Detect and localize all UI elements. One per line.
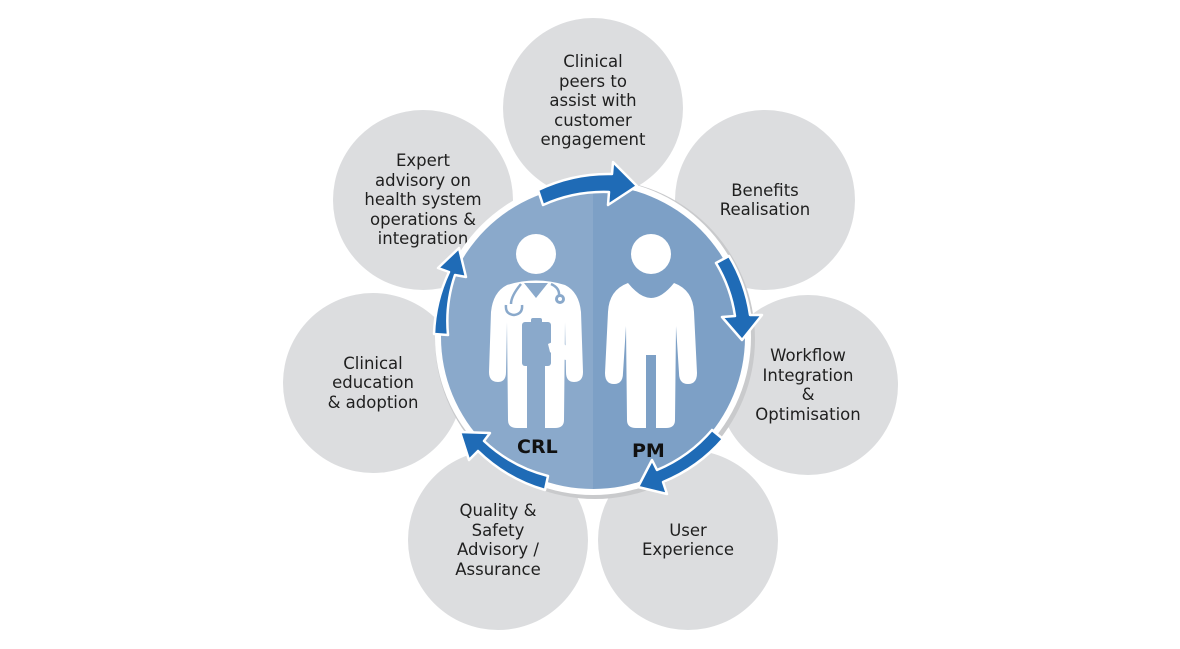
- arrow-bottom-right-icon: [636, 428, 725, 496]
- bubble-label: Expert advisory on health system operati…: [364, 151, 482, 249]
- bubble-clinical-peers: Clinical peers to assist with customer e…: [503, 18, 683, 198]
- arrow-left-icon: [432, 246, 468, 337]
- role-label-pm: PM: [632, 440, 665, 462]
- bubble-label: Clinical education & adoption: [327, 353, 419, 412]
- bubble-label: Clinical peers to assist with customer e…: [540, 52, 646, 150]
- arrow-right-icon: [714, 254, 764, 342]
- arrow-bottom-left-icon: [458, 430, 550, 492]
- bubble-label: Workflow Integration & Optimisation: [755, 346, 861, 424]
- cycle-arrows: [432, 160, 764, 496]
- role-label-crl: CRL: [517, 436, 558, 458]
- bubble-clinical-education: Clinical education & adoption: [283, 293, 463, 473]
- bubble-label: Benefits Realisation: [719, 180, 811, 220]
- person-icon: [605, 234, 697, 428]
- bubble-label: User Experience: [641, 520, 734, 560]
- bubble-label: Quality & Safety Advisory / Assurance: [455, 501, 541, 579]
- arrow-top-icon: [536, 160, 639, 207]
- doctor-with-stethoscope-and-clipboard-icon: [489, 234, 583, 428]
